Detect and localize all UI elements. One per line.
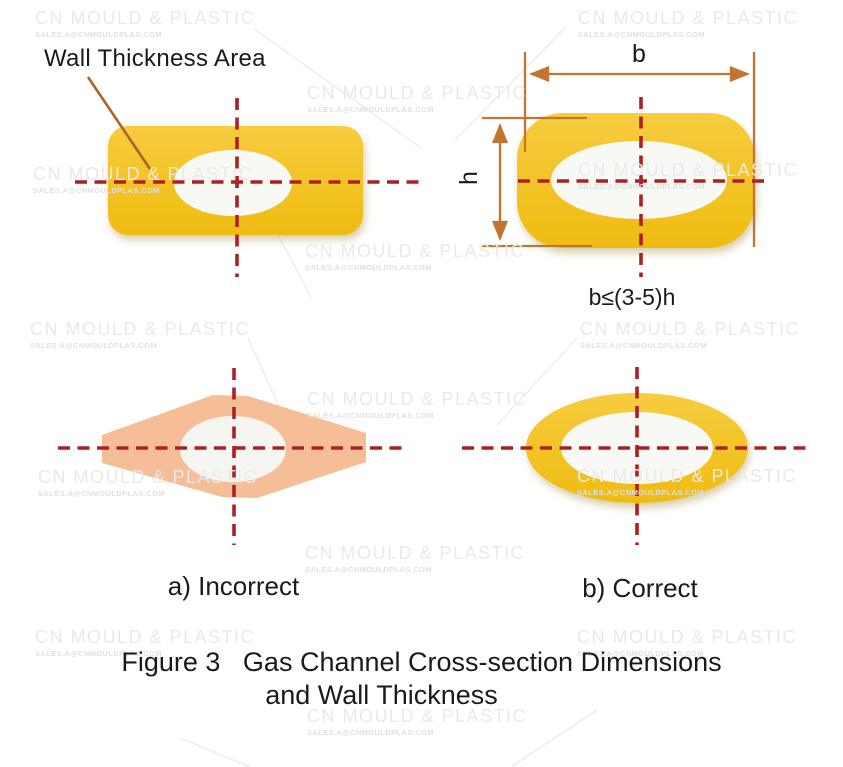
rect-channel-section — [75, 76, 420, 277]
incorrect-caption: a) Incorrect — [167, 571, 300, 601]
annotation-leader-line — [86, 76, 152, 170]
dimensioned-channel-section — [482, 52, 764, 277]
dimension-b-label: b — [632, 40, 646, 68]
correct-section — [462, 367, 810, 545]
figure-caption-line2: and Wall Thickness — [265, 680, 498, 710]
dimension-h-label: h — [455, 171, 483, 185]
incorrect-section — [58, 368, 408, 545]
wall-thickness-annotation: Wall Thickness Area — [44, 45, 266, 72]
formula-label: b≤(3-5)h — [588, 284, 676, 310]
correct-caption: b) Correct — [582, 573, 698, 603]
figure-caption: Figure 3 Gas Channel Cross-section Dimen… — [0, 646, 843, 712]
correct-section-ring — [526, 393, 748, 503]
figure-caption-line1: Figure 3 Gas Channel Cross-section Dimen… — [121, 647, 722, 677]
